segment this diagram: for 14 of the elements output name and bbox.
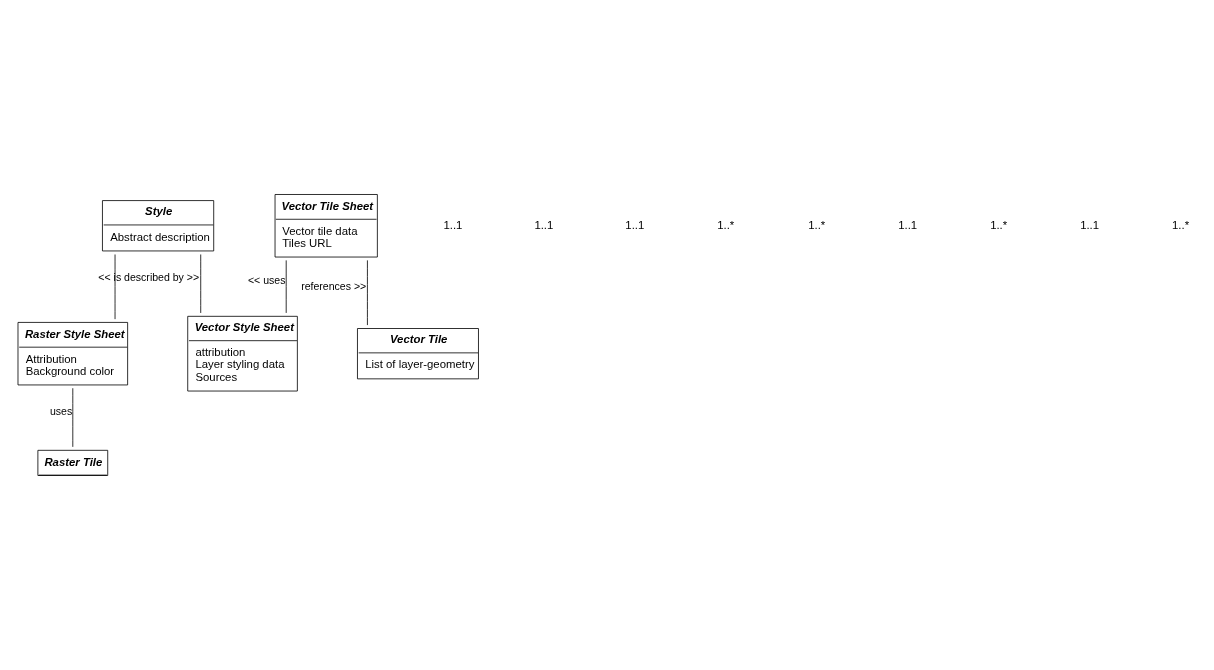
label: 1..* — [717, 218, 735, 231]
label: 1..1 — [1080, 218, 1100, 231]
label: 1..1 — [898, 218, 918, 231]
label: 1..* — [990, 218, 1008, 231]
label: 1..* — [1172, 218, 1190, 231]
edge-label: << uses — [247, 273, 286, 286]
edge-label: references >> — [301, 279, 367, 292]
label: 1..1 — [443, 218, 463, 231]
edge-label: << is described by >> — [98, 270, 200, 283]
label: 1..* — [808, 218, 826, 231]
label: 1..1 — [534, 218, 554, 231]
label: 1..1 — [625, 218, 645, 231]
connector — [367, 259, 368, 326]
edge-label: uses — [49, 404, 73, 417]
